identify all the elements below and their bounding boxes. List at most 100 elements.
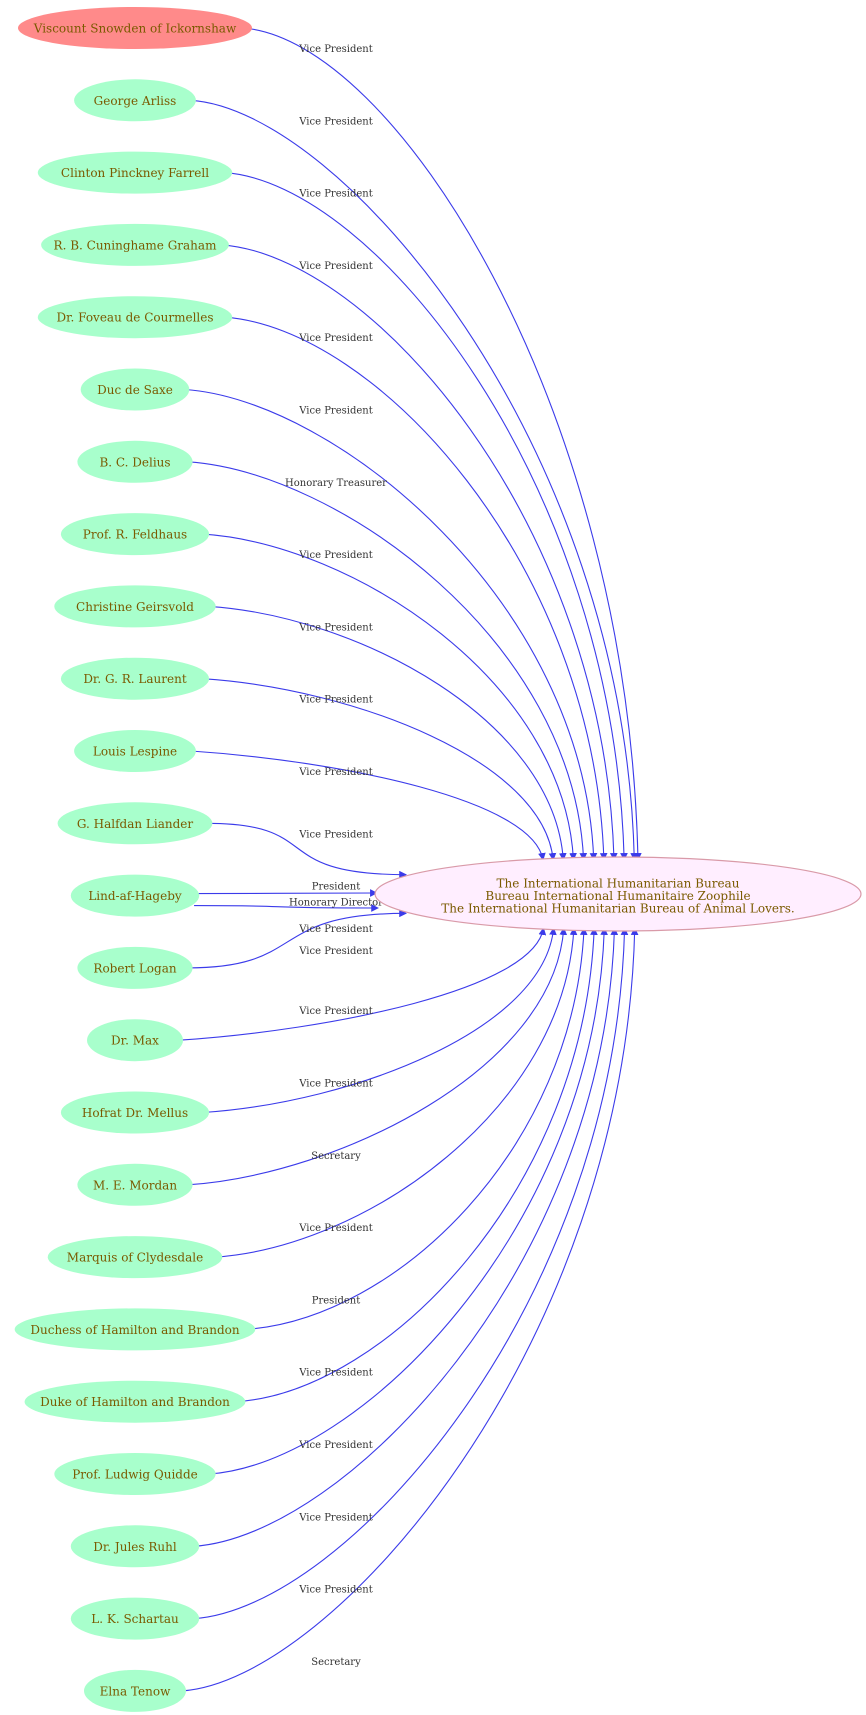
person-node: Duke of Hamilton and Brandon [24,1380,246,1423]
edge-label: President [312,1295,361,1306]
edge-label: Vice President [298,44,372,55]
person-name: Hofrat Dr. Mellus [82,1106,188,1120]
person-node: G. Halfdan Liander [57,802,213,845]
person-name: Dr. Max [111,1034,159,1048]
person-node: Elna Tenow [84,1669,186,1712]
edge-label: Vice President [298,1368,372,1379]
person-node-shape [84,1669,186,1712]
person-node-shape [77,1163,193,1206]
person-node-shape [70,1525,200,1568]
person-node: Robert Logan [77,946,193,989]
edge-label: Vice President [298,1512,372,1523]
org-name-line: Bureau International Humanitaire Zoophil… [485,889,750,903]
person-node-shape [37,151,233,194]
edge-20 [209,927,608,1475]
person-name: Dr. Jules Ruhl [93,1540,177,1554]
person-name: Viscount Snowden of Ickornshaw [33,22,237,36]
person-name: Clinton Pinckney Farrell [61,166,209,180]
edge-label: Vice President [298,550,372,561]
edge-label: Honorary Treasurer [285,478,387,489]
edge-label: Vice President [298,189,372,200]
person-name: Elna Tenow [100,1684,171,1698]
person-name: G. Halfdan Liander [77,817,194,831]
person-node-shape [74,79,196,122]
edge-0 [242,27,642,861]
person-node: Clinton Pinckney Farrell [37,151,233,194]
person-node-shape [41,223,229,266]
edge-4 [224,316,608,861]
edge-label: Vice President [298,1585,372,1596]
person-node: Dr. G. R. Laurent [60,657,210,700]
person-name: Prof. R. Feldhaus [83,528,187,542]
person-node: B. C. Delius [77,440,193,483]
edge-label: Vice President [298,767,372,778]
person-name: Christine Geirsvold [76,600,194,614]
person-node: Christine Geirsvold [54,585,216,628]
edge-label: Honorary Director [289,898,383,909]
person-name: Marquis of Clydesdale [67,1251,203,1265]
person-node: George Arliss [74,79,196,122]
person-node-shape [60,513,210,556]
edge-label: Vice President [298,116,372,127]
edge-8 [209,605,567,861]
person-node-shape [77,946,193,989]
edge-5 [184,388,598,861]
person-node-shape [70,874,200,917]
edge-13 [187,909,407,969]
edge-label: Vice President [298,1079,372,1090]
person-name: George Arliss [94,94,177,108]
edge-1 [190,99,638,861]
edge-7 [203,533,577,861]
edge-label: Vice President [298,695,372,706]
org-name-line: The International Humanitarian Bureau [497,877,740,891]
person-node-shape [54,585,216,628]
person-node: Prof. Ludwig Quidde [54,1453,216,1495]
edge-12-b [194,904,379,912]
person-name: Prof. Ludwig Quidde [72,1468,198,1482]
person-name: Lind-af-Hageby [88,889,182,903]
edge-15 [203,927,557,1114]
edge-2 [224,172,628,861]
edge-label-extra: Vice President [298,924,372,935]
person-node: Dr. Max [87,1019,183,1062]
org-node-shape [374,856,862,932]
person-name: L. K. Schartau [91,1612,179,1626]
edge-label: Secretary [311,1151,361,1162]
edges-layer [179,27,642,1692]
person-node: L. K. Schartau [70,1597,200,1640]
edge-label: Vice President [298,1440,372,1451]
person-node-shape [87,1019,183,1062]
person-name: Louis Lespine [93,745,177,759]
edge-23 [181,927,639,1692]
person-node: Louis Lespine [74,730,196,772]
person-name: Dr. G. R. Laurent [83,672,187,686]
org-name-line: The International Humanitarian Bureau of… [441,902,794,916]
edge-3 [221,244,618,861]
edge-6 [187,461,588,861]
edge-label: Vice President [298,829,372,840]
person-node-shape [60,657,210,700]
edge-label: Vice President [298,946,372,957]
edge-label: Vice President [298,1006,372,1017]
edge-19 [236,927,598,1403]
person-node-shape [77,440,193,483]
person-node-shape [14,1308,256,1351]
person-node-shape [24,1380,246,1423]
edge-22 [194,927,629,1620]
person-node-shape [54,1453,216,1495]
edge-17 [215,927,578,1258]
person-node: Marquis of Clydesdale [47,1236,223,1279]
person-node: Prof. R. Feldhaus [60,513,210,556]
edge-label: President [312,882,361,893]
person-node-shape [60,1091,210,1134]
edge-16 [187,927,568,1186]
edge-label: Vice President [298,1223,372,1234]
person-name: M. E. Mordan [93,1178,177,1192]
person-node: Hofrat Dr. Mellus [60,1091,210,1134]
person-node-shape [57,802,213,845]
person-node: Viscount Snowden of Ickornshaw [18,7,252,49]
person-node-shape [70,1597,200,1640]
edge-9 [203,678,557,861]
